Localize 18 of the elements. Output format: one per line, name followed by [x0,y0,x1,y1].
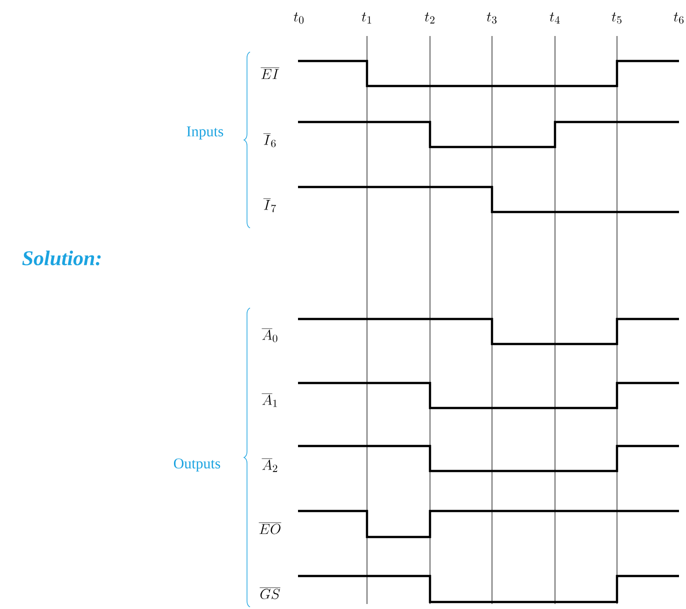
signal-label: $\overline{EO}$ [258,522,282,534]
time-label: $t_4$ [550,12,560,24]
group-label: Inputs [186,126,224,140]
signal-label: $\overline{EI}$ [260,68,280,79]
signal-label: $\overline{A}_1$ [262,394,277,407]
time-label: $t_0$ [294,12,304,24]
signal-label: $\overline{A}_2$ [262,458,278,472]
signal-label: $\overline{GS}$ [260,588,280,600]
signal-label: $\overline{A}_0$ [262,328,278,342]
signal-label: $\overline{I}_7$ [263,198,276,212]
time-label: $t_3$ [486,12,497,24]
signal-label: $\overline{I}_6$ [263,134,276,148]
time-label: $t_5$ [612,12,622,24]
group-label: Outputs [174,458,220,472]
time-label: $t_1$ [362,12,372,24]
time-label: $t_6$ [674,12,684,24]
time-label: $t_2$ [424,12,434,24]
heading: Solution: [22,250,101,266]
